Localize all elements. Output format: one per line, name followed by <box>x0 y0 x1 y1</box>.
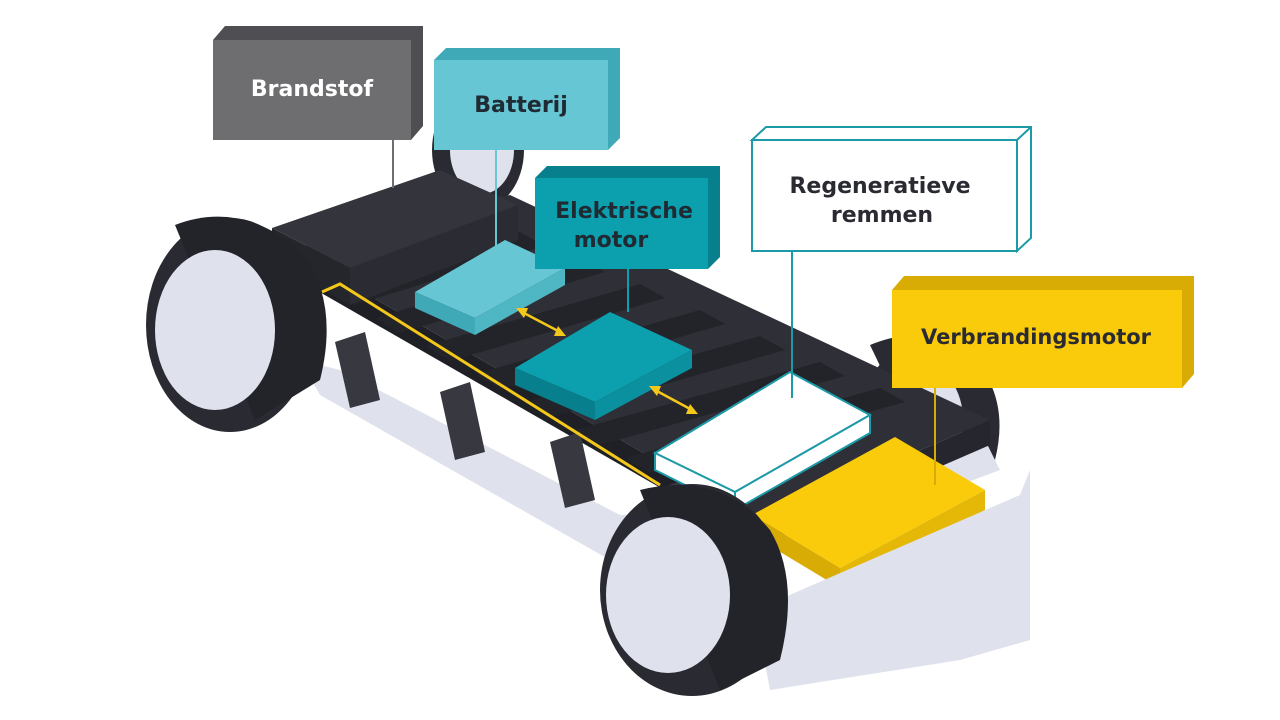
front-near-wheel <box>600 484 788 696</box>
combustion-label-box: Verbrandingsmotor <box>892 276 1194 388</box>
regen-label-box: Regeneratieve remmen <box>749 126 1032 254</box>
electric-motor-block <box>515 312 692 420</box>
rear-near-wheel <box>146 216 327 432</box>
battery-motor-arrow <box>516 308 566 336</box>
electric-motor-label-line2: motor <box>574 228 649 253</box>
battery-label-box: Batterij <box>434 48 620 150</box>
front-bumper <box>755 470 1030 690</box>
battery-block <box>415 240 565 335</box>
fuel-label-box: Brandstof <box>213 26 423 140</box>
combustion-label: Verbrandingsmotor <box>921 325 1152 349</box>
electric-motor-label-box: Elektrische motor <box>535 166 720 269</box>
regen-label-line2: remmen <box>831 203 933 228</box>
motor-regen-arrow <box>649 386 698 414</box>
electric-motor-label-line1: Elektrische <box>555 199 693 224</box>
regen-label-line1: Regeneratieve <box>789 174 970 199</box>
battery-label: Batterij <box>474 93 568 118</box>
fuel-label: Brandstof <box>251 77 374 102</box>
power-line <box>321 282 661 487</box>
